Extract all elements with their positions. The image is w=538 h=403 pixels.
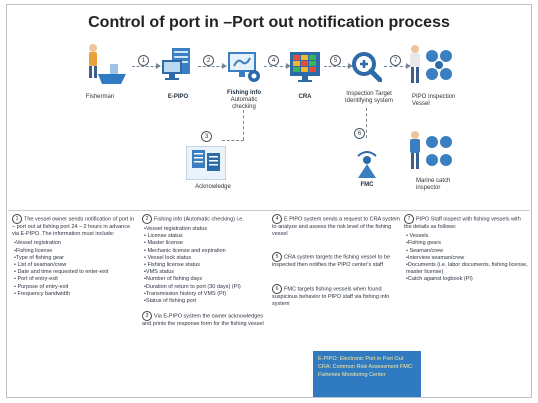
inspector-person-icon: [410, 45, 420, 83]
step-number: 6: [354, 128, 365, 139]
legend-line: CRA: Common Risk Assessment FMC:: [318, 364, 414, 370]
list-item: •Number of fishing days: [144, 276, 203, 283]
flow-arrow: [324, 66, 350, 68]
fmc-label: FMC: [360, 182, 374, 188]
flow-arrow: [384, 66, 408, 68]
fishing-info-sub: checking: [232, 104, 256, 110]
flow-connector: [243, 110, 245, 140]
list-item: •Transmission history of VMS (PI): [144, 290, 227, 297]
list-item: • List of seaman/crew: [14, 262, 67, 269]
flow-arrow: [132, 66, 158, 68]
pipo-label: PIPO Inspection: [412, 94, 456, 100]
cra-grid-icon: [290, 52, 320, 82]
computer-icon: [162, 48, 190, 80]
fisherman-icon: [89, 44, 126, 84]
step-number: 4: [268, 55, 279, 66]
step-number: 1: [138, 55, 149, 66]
inspection-label: Identifying system: [344, 98, 394, 104]
marine-network-icon: [426, 136, 452, 166]
step-number: 3: [201, 131, 212, 142]
document-icon: [186, 146, 226, 180]
list-item: •Duration of return to port (30 days) (P…: [144, 283, 241, 290]
fishing-info-sub: Automatic: [230, 97, 258, 103]
legend-line: E-PIPO: Electronic Port in Port Out: [318, 356, 404, 362]
list-item: •Vessel registration: [14, 240, 61, 247]
inspection-label: Inspection Target: [346, 91, 392, 97]
legend-line: Fisheries Monitoring Center: [318, 372, 386, 378]
list-item: • Mechanic license and expiration: [144, 247, 226, 254]
list-item: • Vessels: [406, 233, 429, 240]
list-item: •Interview seaman/crew: [406, 254, 465, 261]
list-item: • Seaman/crew: [406, 247, 444, 254]
flow-connector: [222, 140, 244, 142]
list-item: • Vessel lock status: [144, 254, 192, 261]
step-number: 5: [330, 55, 341, 66]
monitor-gear-icon: [228, 52, 260, 82]
marine-label: inspector: [416, 185, 441, 191]
list-item: • Purpose of entry-exit: [14, 283, 69, 290]
marine-inspector-icon: [410, 131, 420, 169]
cra-label: CRA: [298, 94, 312, 100]
list-item: • Frequency bandwidth: [14, 290, 71, 297]
pipo-network-icon: [426, 50, 452, 80]
step-number: 7: [390, 55, 401, 66]
list-item: • Date and time requested to enter-exit: [14, 269, 109, 276]
step-number: 2: [203, 55, 214, 66]
list-item: •Fishing license: [14, 247, 53, 254]
fmc-antenna-icon: [357, 151, 377, 178]
list-item: • Port of entry-exit: [14, 276, 58, 283]
marine-label: Marine catch: [416, 178, 451, 184]
flow-arrow: [198, 66, 224, 68]
e-pipo-label: E-PIPO: [167, 94, 189, 100]
list-item: • License status: [144, 233, 183, 240]
magnifier-icon: [352, 52, 382, 82]
acknowledge-label: Acknowledge: [195, 184, 231, 190]
list-item: •Fishing gears: [406, 240, 441, 247]
list-item: •Type of fishing gear: [14, 254, 64, 261]
diagram-title: Control of port in –Port out notificatio…: [88, 14, 450, 31]
list-item: • Master license: [144, 240, 183, 247]
fishing-info-label: Fishing info: [227, 90, 261, 96]
list-item: •Vessel registration status: [144, 226, 208, 232]
pipo-label: Vessel: [412, 101, 430, 107]
list-item: • Fishing license status: [144, 262, 201, 269]
list-item: •VMS status: [144, 269, 175, 276]
list-item: •Catch against logbook (PI): [406, 276, 473, 283]
flow-arrow: [264, 66, 288, 68]
section-divider: [8, 210, 530, 211]
flow-connector: [366, 108, 368, 138]
list-item: •Status of fishing port: [144, 298, 197, 305]
list-item: •Documents (i.e. labor documents, fishin…: [406, 262, 528, 276]
abbreviation-legend: E-PIPO: Electronic Port in Port Out CRA:…: [313, 351, 421, 397]
fisherman-label: Fisherman: [85, 94, 115, 100]
